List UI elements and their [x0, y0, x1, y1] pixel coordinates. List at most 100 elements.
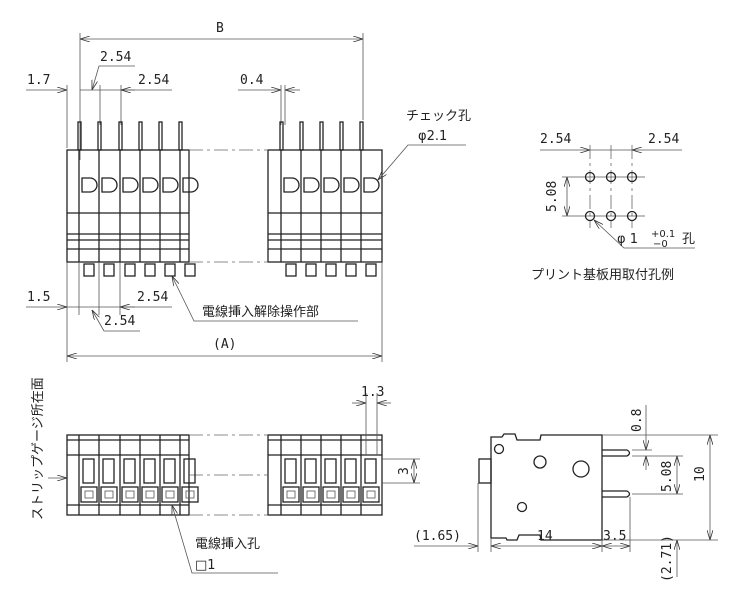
terminal-pin: [339, 121, 344, 151]
check-hole: [122, 177, 139, 193]
top-view: B 1.7 2.54 2.54 0.4: [26, 21, 471, 362]
wire-insertion-hole: [121, 486, 139, 503]
terminal-pin: [97, 121, 102, 151]
body-bands: [67, 212, 382, 250]
terminal-pin: [178, 121, 183, 151]
dim-A: (A): [213, 337, 236, 352]
pcb-hole: [605, 210, 617, 222]
dim-1-3: 1.3: [361, 385, 384, 400]
pcb-hole-layout: 2.54 2.54 5.08 φ 1 +0.1 −0 孔 プリント基板用取付孔例: [531, 132, 695, 283]
wire-insertion-hole: [141, 486, 159, 503]
dim-14: 14: [537, 529, 553, 544]
check-hole: [81, 177, 98, 193]
check-hole: [101, 177, 118, 193]
release-tab: [124, 263, 136, 277]
dim-2-71: (2.71): [660, 535, 675, 582]
check-hole: [283, 177, 300, 193]
dim-3: 3: [397, 467, 412, 475]
wire-hole-inner: [125, 490, 135, 499]
wire-release-slot: [364, 458, 377, 484]
terminal-pin: [118, 121, 123, 151]
wire-hole-leader: [172, 505, 278, 574]
release-tab: [345, 263, 357, 277]
check-hole: [323, 177, 340, 193]
dim-0-4: 0.4: [240, 73, 264, 88]
wire-hole-inner: [346, 490, 356, 499]
wire-release-slot: [143, 458, 156, 484]
terminal-pin: [299, 121, 304, 151]
wire-release-slot: [102, 458, 115, 484]
side-hole: [572, 460, 590, 478]
dim-2-54-top: 2.54: [100, 50, 131, 65]
check-hole-dim: φ2.1: [418, 129, 447, 144]
wire-insertion-hole: [80, 486, 98, 503]
pcb-caption: プリント基板用取付孔例: [531, 268, 674, 283]
dim-2-54-bottom: 2.54: [104, 314, 135, 329]
front-view: ストリップゲージ所在面 1.3 3 電線挿入孔 □1: [31, 377, 420, 574]
pcb-dim-left: 2.54: [540, 132, 571, 147]
wire-hole-inner: [286, 490, 296, 499]
side-pin-bottom: [602, 490, 631, 498]
wire-insertion-hole: [100, 486, 118, 503]
dim-1-65: (1.65): [414, 529, 461, 544]
pcb-tol-plus: +0.1: [651, 229, 675, 240]
pcb-hole-suffix: 孔: [682, 232, 695, 247]
pcb-hole: [626, 171, 638, 183]
wire-release-slot: [82, 458, 95, 484]
pcb-holes: [584, 171, 638, 222]
release-tab: [365, 263, 377, 277]
check-hole-leader: [378, 144, 466, 180]
check-hole-label: チェック孔: [406, 109, 471, 124]
front-cells-right: [280, 435, 380, 515]
wire-release-slot: [304, 458, 317, 484]
release-tab: [325, 263, 337, 277]
pcb-hole: [584, 210, 596, 222]
release-tab: [285, 263, 297, 277]
terminal-cells-left: [77, 121, 199, 277]
side-pin-top: [602, 449, 631, 457]
leader: [92, 310, 140, 332]
wire-hole-inner: [104, 490, 114, 499]
strip-gauge-side-label: ストリップゲージ所在面: [31, 377, 46, 520]
wire-hole-dim: □1: [195, 558, 216, 573]
release-tab: [164, 263, 176, 277]
terminal-pin: [359, 121, 364, 151]
wire-hole-inner: [306, 490, 316, 499]
dim-5-08: 5.08: [660, 461, 675, 492]
terminal-cells-right: [279, 121, 380, 277]
dim-2-54-right: 2.54: [138, 73, 169, 88]
check-hole: [162, 177, 179, 193]
dim-3-5: 3.5: [603, 529, 626, 544]
side-hole: [516, 501, 528, 513]
check-hole: [303, 177, 320, 193]
side-view: (1.65) 14 3.5 0.8 5.08 10 (2.71): [414, 405, 718, 582]
wire-release-slot: [344, 458, 357, 484]
wire-hole-inner: [366, 490, 376, 499]
pcb-dim-right: 2.54: [648, 132, 679, 147]
side-latch: [478, 458, 492, 484]
wire-hole-inner: [84, 490, 94, 499]
release-tab: [103, 263, 115, 277]
check-hole: [343, 177, 360, 193]
pcb-hole: [626, 210, 638, 222]
check-hole: [182, 177, 199, 193]
wire-hole-inner: [145, 490, 155, 499]
pcb-dim-vertical: 5.08: [545, 181, 560, 212]
side-hole: [493, 443, 505, 455]
wire-insertion-hole: [282, 486, 300, 503]
release-label: 電線挿入解除操作部: [202, 304, 319, 320]
wire-release-slot: [123, 458, 136, 484]
check-hole: [363, 177, 380, 193]
body-right: [267, 149, 383, 263]
side-body-outline: [490, 433, 603, 541]
body-left: [66, 149, 190, 263]
terminal-pin: [279, 121, 284, 151]
wire-release-slot: [183, 458, 196, 484]
pcb-tol-minus: −0: [653, 239, 668, 250]
hole-leader: [594, 220, 695, 249]
check-hole: [142, 177, 159, 193]
release-tab: [144, 263, 156, 277]
release-tab: [83, 263, 95, 277]
terminal-pin: [138, 121, 143, 151]
